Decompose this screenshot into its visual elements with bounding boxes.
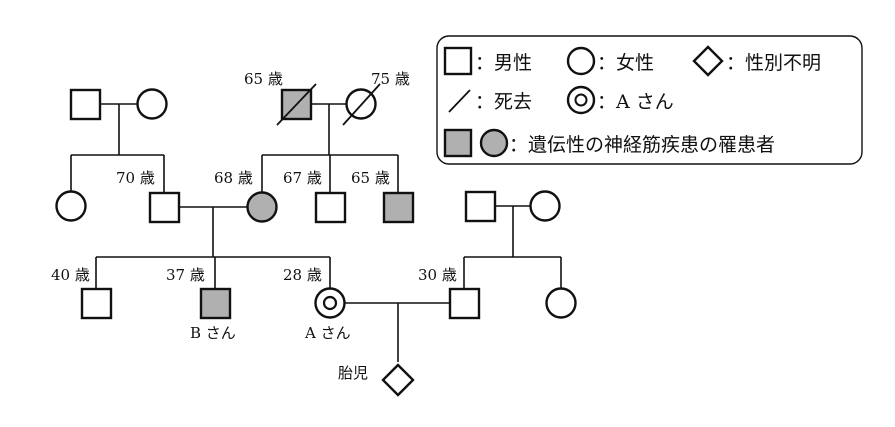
legend-deceased-label: ：死去 [475,91,532,113]
legend: ：男性 ：女性 ：性別不明 ：死去 ：A さん ：遺伝性の神経筋疾患の罹患者 [436,35,863,165]
paternal-aunt-circle [55,190,87,222]
age-label-b-san: 37 歳 [166,266,205,284]
age-label-a-san: 28 歳 [283,266,322,284]
in-law-mother-circle [529,190,561,222]
husband-sister-circle [545,287,577,319]
fetus-diamond [381,363,415,397]
legend-unknown-sex-diamond-icon [692,45,724,77]
mother-circle [246,191,278,223]
legend-female-circle-icon [566,46,596,76]
legend-affected-label: ：遺伝性の神経筋疾患の罹患者 [509,134,775,156]
legend-affected-circle-icon [479,128,509,158]
legend-proband-inner-circle-icon [574,93,588,107]
paternal-grandmother-circle [136,88,168,120]
age-label-husband: 30 歳 [418,266,457,284]
legend-affected-square-icon [443,128,473,158]
name-label-fetus: 胎児 [338,364,368,382]
deceased-slash-grandmother [342,83,381,126]
deceased-slash-grandfather [276,83,317,126]
paternal-grandfather-square [69,88,102,121]
legend-male-square-icon [443,46,473,76]
in-law-father-square [464,190,497,223]
legend-female-label: ：女性 [597,52,654,74]
legend-frame [436,35,863,165]
brother-40-square [80,287,113,320]
age-label-uncle-65: 65 歳 [351,169,390,187]
age-label-uncle-67: 67 歳 [283,169,322,187]
age-label-mother: 68 歳 [214,169,253,187]
legend-male-label: ：男性 [475,52,532,74]
b-san-square [199,287,232,320]
age-label-maternal-grandmother: 75 歳 [371,70,410,88]
legend-proband-label: ：A さん [597,91,674,113]
legend-deceased-slash-icon [448,89,471,113]
father-square [148,191,181,224]
name-label-b-san: B さん [190,324,236,342]
husband-square [448,287,481,320]
name-label-a-san: A さん [304,324,351,342]
a-san-inner-circle [322,295,338,311]
age-label-brother-40: 40 歳 [51,266,90,284]
age-label-father: 70 歳 [116,169,155,187]
age-label-maternal-grandfather: 65 歳 [244,70,283,88]
legend-unknown-sex-label: ：性別不明 [726,52,821,74]
uncle-67-square [314,191,347,224]
uncle-65-square [382,191,415,224]
